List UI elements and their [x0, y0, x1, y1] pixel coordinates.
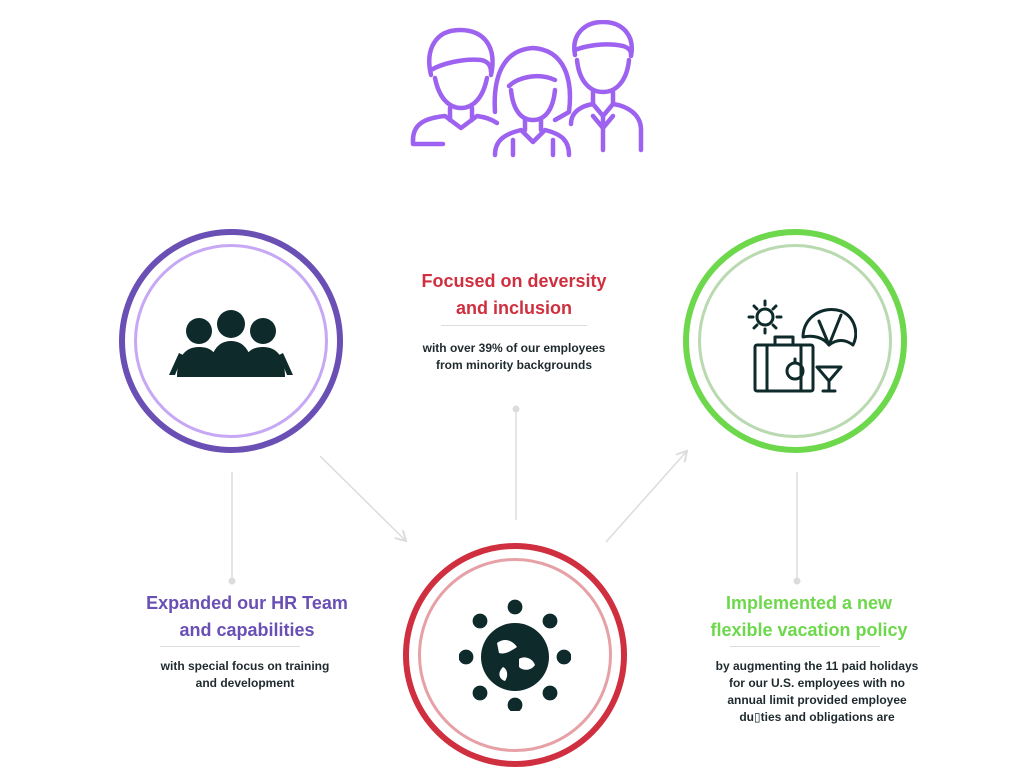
diversity-title-line-1: Focused on deversity [421, 271, 607, 291]
hr-team-inner-ring [134, 244, 328, 438]
hr-body-line-2: and development [195, 676, 295, 690]
vacation-body-line-1: by augmenting the 11 paid holidays [715, 659, 919, 673]
connector-left-dot [228, 577, 236, 585]
connector-right-dot [793, 577, 801, 585]
hr-divider [160, 646, 300, 647]
vacation-divider [730, 646, 880, 647]
diversity-inner-ring [418, 558, 612, 752]
vacation-body-line-4: du▯ties and obligations are [739, 710, 895, 724]
family-group-icon [410, 20, 644, 158]
global-people-icon [459, 599, 571, 711]
diversity-title: Focused on deversity and inclusion [396, 268, 632, 322]
diversity-title-line-2: and inclusion [455, 298, 572, 318]
vacation-title-line-1: Implemented a new [725, 593, 893, 613]
vacation-body-line-2: for our U.S. employees with no [728, 676, 906, 690]
vacation-luggage-icon [747, 299, 857, 393]
diversity-body-line-1: with over 39% of our employees [422, 341, 606, 355]
diversity-circle [403, 543, 627, 767]
vacation-body: by augmenting the 11 paid holidays for o… [686, 658, 948, 726]
vacation-title-line-2: flexible vacation policy [710, 620, 908, 640]
vacation-title: Implemented a new flexible vacation poli… [678, 590, 940, 644]
hr-body: with special focus on training and devel… [118, 658, 372, 692]
vacation-inner-ring [698, 244, 892, 438]
hr-team-circle [119, 229, 343, 453]
arrow-center-to-right [605, 452, 686, 543]
hr-body-line-1: with special focus on training [160, 659, 330, 673]
arrow-left-to-center [319, 455, 405, 540]
vacation-body-line-3: annual limit provided employee [727, 693, 907, 707]
diversity-divider [441, 325, 587, 326]
connector-center-dot [512, 405, 520, 413]
diversity-body: with over 39% of our employees from mino… [386, 340, 642, 374]
diversity-body-line-2: from minority backgrounds [435, 358, 593, 372]
hr-title-line-1: Expanded our HR Team [146, 593, 348, 613]
vacation-circle [683, 229, 907, 453]
hr-title: Expanded our HR Team and capabilities [122, 590, 372, 644]
hr-title-line-2: and capabilities [179, 620, 315, 640]
team-icon [169, 310, 293, 377]
